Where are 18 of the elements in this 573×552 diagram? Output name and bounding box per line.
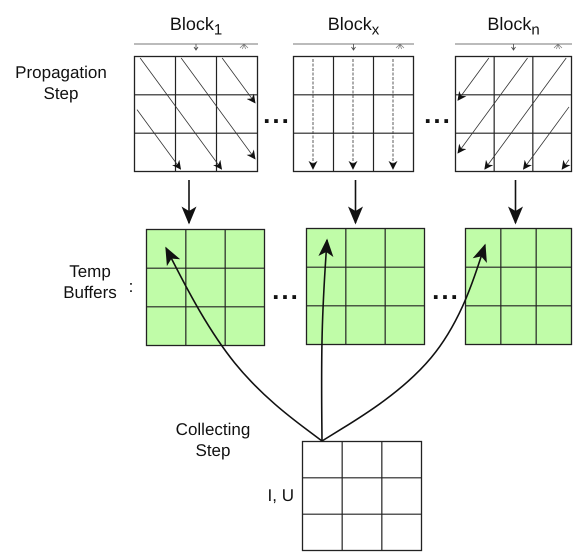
step-label: Temp Buffers — [62, 261, 118, 303]
arrow — [318, 238, 334, 441]
arrow — [508, 180, 523, 224]
block-heading: Block$_{n}$ — [486, 13, 541, 38]
arrow — [182, 180, 196, 224]
arrow — [165, 246, 322, 442]
grid-label: I, U — [268, 485, 294, 506]
step-label: Propagation Step — [14, 62, 108, 104]
step-label: Collecting Step — [174, 419, 252, 461]
arrow — [348, 180, 363, 224]
ellipsis: ... — [271, 280, 301, 300]
block-heading: Block$_{x}$ — [326, 13, 380, 38]
arrow — [322, 244, 487, 442]
block-heading: Block$_{1}$ — [168, 13, 224, 38]
colon: : — [128, 276, 134, 297]
ellipsis: ... — [262, 104, 292, 124]
ellipsis: ... — [431, 280, 461, 300]
ellipsis: ... — [423, 104, 453, 124]
